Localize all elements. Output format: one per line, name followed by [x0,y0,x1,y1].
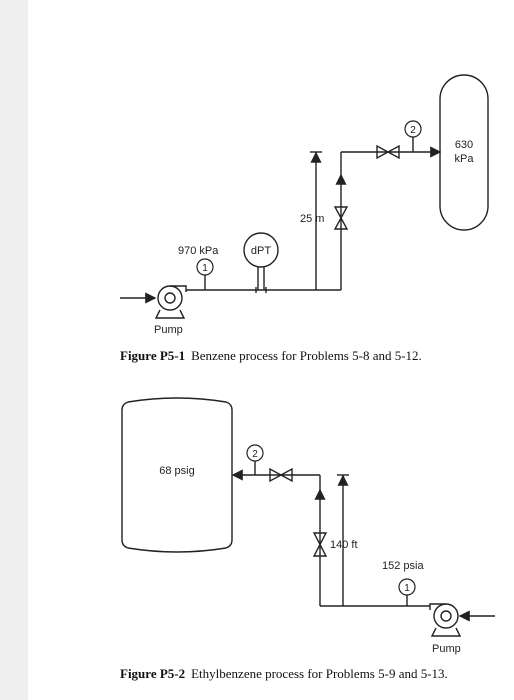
fig1-dpt-gauge [243,232,279,268]
fig1-tank-pressure-line2: kPa [455,153,475,165]
figure-p5-1-caption-text: Benzene process for Problems 5-8 and 5-1… [191,348,422,363]
pump-fig1 [154,285,187,319]
valve-riser-fig2 [312,532,328,557]
figure-p5-1-caption-label: Figure P5-1 [120,348,186,363]
fig1-pressure-1-label: 970 kPa [178,245,219,257]
fig1-point-2-marker [404,120,422,138]
fig2-pump-label: Pump [432,643,461,655]
tank-fig2 [121,397,233,553]
fig1-point-1-text: 1 [202,263,208,274]
figure-p5-2-diagram [121,397,495,637]
fig1-tank-pressure-line1: 630 [455,139,473,151]
figure-p5-1-caption: Figure P5-1 Benzene process for Problems … [120,348,510,363]
valve-riser-fig1 [333,206,349,230]
fig1-point-2-text: 2 [410,125,416,136]
pump-fig2 [429,603,462,637]
fig2-point-2-marker [246,444,264,462]
figure-p5-2-caption-text: Ethylbenzene process for Problems 5-9 an… [191,666,448,681]
fig1-dpt-label: dPT [251,245,271,257]
fig1-pump-label: Pump [154,324,183,336]
figure-p5-2-caption-label: Figure P5-2 [120,666,186,681]
figure-p5-2-caption: Figure P5-2 Ethylbenzene process for Prob… [120,666,500,681]
figure-p5-1-diagram [120,74,489,319]
left-margin-bar [0,0,28,700]
fig2-tank-pressure-label: 68 psig [159,465,194,477]
fig1-height-label: 25 m [300,213,324,225]
valve-top-fig1 [376,144,400,160]
fig2-point-1-marker [398,578,416,596]
valve-top-fig2 [269,467,293,483]
fig2-point-1-text: 1 [404,583,410,594]
fig2-point-2-text: 2 [252,449,258,460]
fig1-point-1-marker [196,258,214,276]
fig2-pressure-1-label: 152 psia [382,560,424,572]
tank-fig1 [439,74,489,231]
fig2-height-label: 140 ft [330,539,358,551]
